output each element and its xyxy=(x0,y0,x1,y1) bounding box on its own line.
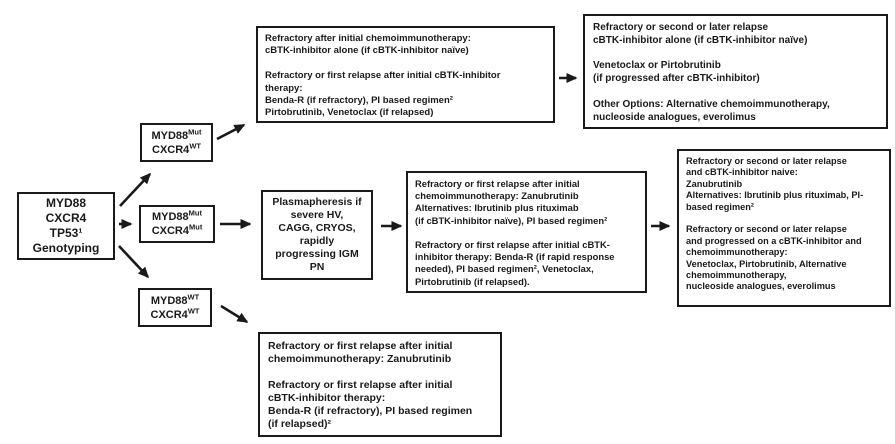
gene-label: MYD88 xyxy=(150,294,188,307)
gene-label: CXCR4 xyxy=(151,225,189,237)
node-myd88wt-cxcr4wt: MYD88WT CXCR4WT xyxy=(138,288,212,327)
top-first-line-text: Refractory after initial chemoimmunother… xyxy=(265,33,501,119)
gene-line: CXCR4Mut xyxy=(151,222,203,238)
plasmapheresis-label: Plasmapheresis if severe HV, CAGG, CRYOS… xyxy=(272,196,362,273)
node-myd88mut-cxcr4mut: MYD88Mut CXCR4Mut xyxy=(139,205,215,243)
gene-superscript: Mut xyxy=(188,208,202,218)
gene-superscript: WT xyxy=(187,291,200,301)
arrow-mut-wt-to-top-box xyxy=(216,123,246,141)
gene-superscript: WT xyxy=(189,140,201,150)
gene-line: CXCR4WT xyxy=(150,305,200,322)
top-later-relapse-text: Refractory or second or later relapse cB… xyxy=(593,22,830,123)
gene-superscript: Mut xyxy=(188,126,202,136)
node-genotyping: MYD88 CXCR4 TP53¹ Genotyping xyxy=(17,192,115,260)
gene-line: MYD88WT xyxy=(150,291,200,308)
gene-line: MYD88Mut xyxy=(151,208,202,224)
node-plasmapheresis: Plasmapheresis if severe HV, CAGG, CRYOS… xyxy=(261,190,373,280)
gene-superscript: WT xyxy=(187,305,200,315)
gene-label: MYD88 xyxy=(151,211,189,223)
node-mid-later-relapse-therapy: Refractory or second or later relapse an… xyxy=(677,149,891,307)
gene-line: CXCR4WT xyxy=(152,140,201,157)
node-top-later-relapse-therapy: Refractory or second or later relapse cB… xyxy=(583,14,888,129)
gene-label: CXCR4 xyxy=(150,308,188,321)
genotyping-label: MYD88 CXCR4 TP53¹ Genotyping xyxy=(32,196,100,255)
bottom-first-line-text: Refractory or first relapse after initia… xyxy=(268,340,473,430)
arrow-genotyping-to-wt-wt xyxy=(118,245,150,279)
gene-superscript: Mut xyxy=(188,222,203,232)
node-bottom-first-line-therapy: Refractory or first relapse after initia… xyxy=(258,332,502,437)
node-mid-first-line-therapy: Refractory or first relapse after initia… xyxy=(406,171,647,293)
arrow-genotyping-to-mut-wt xyxy=(119,172,152,207)
arrow-wt-wt-to-bottom-box xyxy=(220,304,249,324)
gene-label: CXCR4 xyxy=(152,143,190,156)
mid-first-line-text: Refractory or first relapse after initia… xyxy=(415,178,615,287)
gene-line: MYD88Mut xyxy=(151,126,202,143)
gene-label: MYD88 xyxy=(151,129,189,142)
mid-later-relapse-text: Refractory or second or later relapse an… xyxy=(686,156,864,292)
node-top-first-line-therapy: Refractory after initial chemoimmunother… xyxy=(256,26,555,123)
node-myd88mut-cxcr4wt: MYD88Mut CXCR4WT xyxy=(140,123,213,162)
